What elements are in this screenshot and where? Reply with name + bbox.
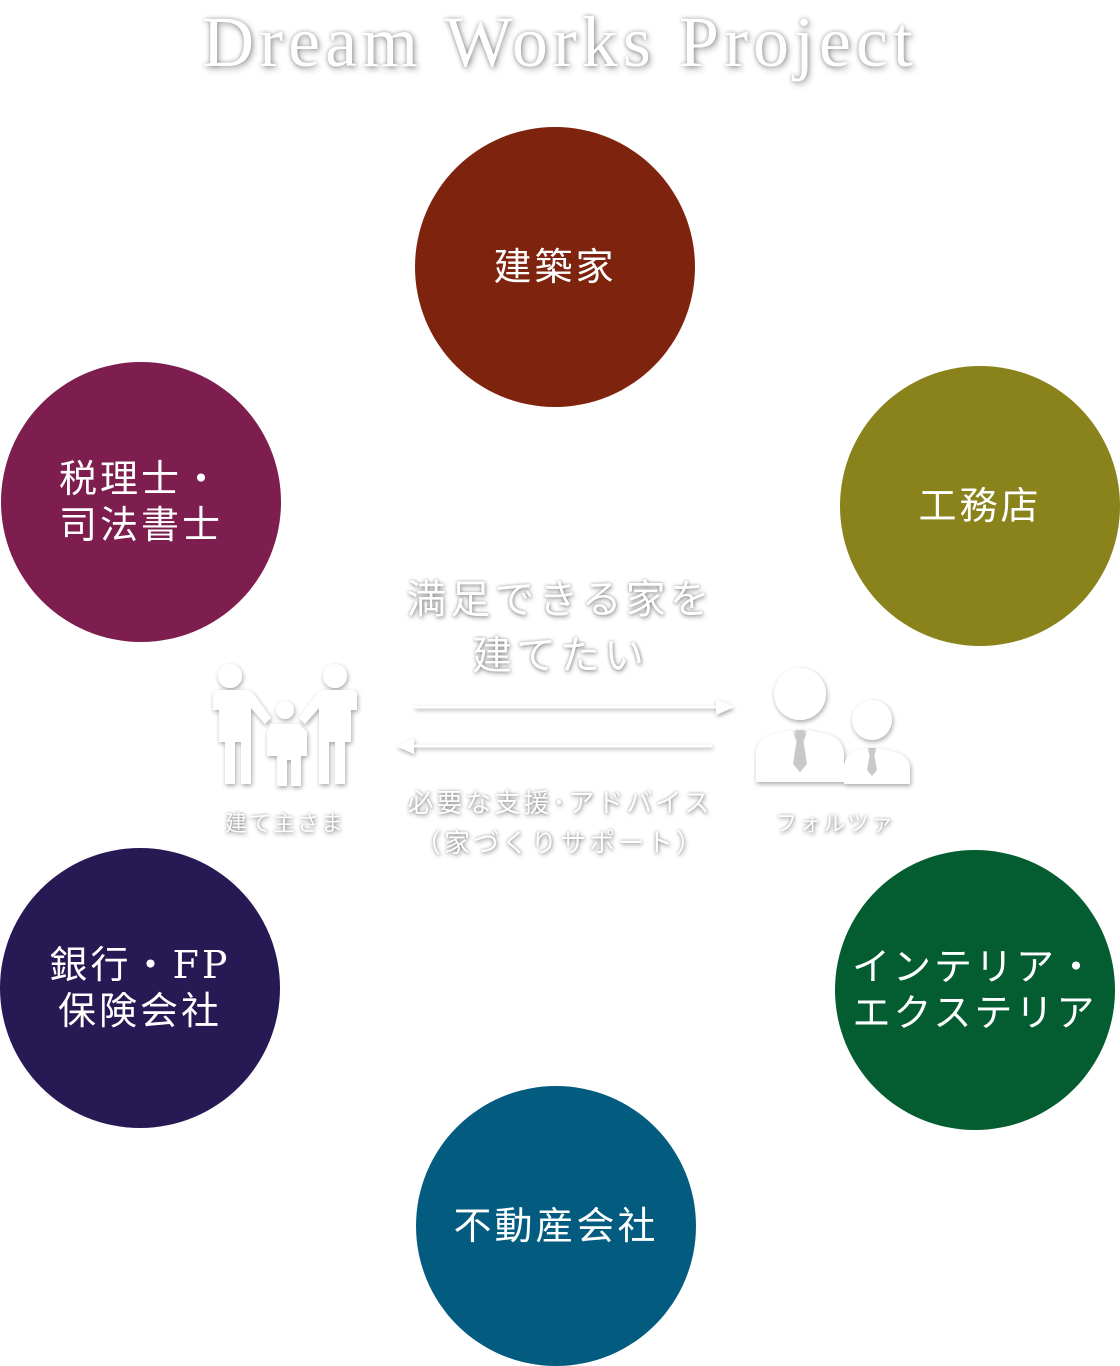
circle-bank-label: 銀行・FP 保険会社 — [49, 943, 231, 1033]
circle-builder-label: 工務店 — [918, 484, 1042, 528]
circle-realestate: 不動産会社 — [416, 1086, 696, 1366]
circle-tax-label: 税理士・ 司法書士 — [58, 457, 223, 547]
circle-builder: 工務店 — [840, 366, 1120, 646]
circle-tax: 税理士・ 司法書士 — [1, 362, 281, 642]
circle-interior: インテリア・ エクステリア — [835, 850, 1115, 1130]
circle-bank: 銀行・FP 保険会社 — [0, 848, 280, 1128]
circle-architect-label: 建築家 — [493, 245, 617, 289]
bidirectional-arrows — [396, 699, 734, 754]
wish-text: 満足できる家を 建てたい — [406, 577, 714, 679]
circle-architect: 建築家 — [415, 127, 695, 407]
support-text: 必要な支援･アドバイス （家づくりサポート） — [407, 789, 713, 859]
circle-realestate-label: 不動産会社 — [453, 1204, 659, 1248]
owner-label: 建て主さま — [224, 812, 345, 837]
diagram-title: Dream Works Project — [202, 2, 918, 82]
forza-label: フォルツァ — [774, 812, 895, 837]
staff-icon — [756, 668, 910, 784]
circle-interior-label: インテリア・ エクステリア — [851, 945, 1098, 1035]
family-icon — [213, 664, 357, 786]
